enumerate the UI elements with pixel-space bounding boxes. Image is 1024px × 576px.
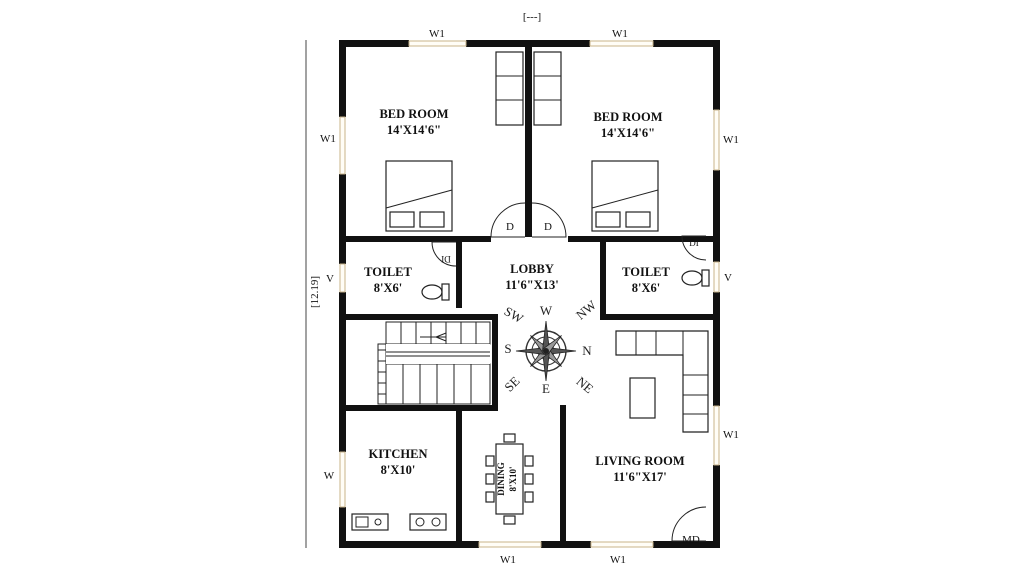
window-label-right-bed: W1	[723, 134, 739, 146]
opening-labels: W1 W1 W1 W1 V V W W1 W1 W1 D D DI DI MD	[320, 28, 739, 566]
toilet-right-name: TOILET	[622, 265, 670, 279]
kitchen-counter	[351, 513, 447, 531]
compass-ne: NE	[574, 374, 597, 397]
window-label-bottom-right: W1	[610, 554, 626, 566]
door-label-bed-left: D	[506, 221, 514, 233]
bed-left-size: 14'X14'6"	[387, 123, 441, 137]
compass-se: SE	[501, 373, 522, 394]
window-label-top-left: W1	[429, 28, 445, 40]
vent-label-left: V	[326, 273, 334, 285]
coffee-table	[629, 377, 656, 419]
wc-left	[421, 283, 450, 301]
bed-right-size: 14'X14'6"	[601, 126, 655, 140]
lobby-size: 11'6"X13'	[505, 278, 558, 292]
compass-rose	[515, 320, 577, 382]
bed-left	[385, 160, 453, 232]
compass-e: E	[542, 381, 550, 396]
wardrobes	[495, 51, 562, 126]
vent-label-right: V	[724, 272, 732, 284]
toilet-left-size: 8'X6'	[374, 281, 402, 295]
doors	[431, 202, 707, 542]
bed-right	[591, 160, 659, 232]
bed-right-name: BED ROOM	[593, 110, 662, 124]
dining-size: 8'X10'	[508, 466, 518, 491]
toilet-right-size: 8'X6'	[632, 281, 660, 295]
compass-nw: NW	[573, 297, 600, 323]
windows	[339, 40, 720, 548]
compass-sw: SW	[502, 303, 527, 326]
sofa	[615, 330, 709, 433]
living-size: 11'6"X17'	[613, 470, 666, 484]
door-label-bed-right: D	[544, 221, 552, 233]
lobby-name: LOBBY	[510, 262, 554, 276]
living-name: LIVING ROOM	[595, 454, 684, 468]
main-door-label: MD	[682, 534, 700, 546]
toilet-left-name: TOILET	[364, 265, 412, 279]
door-label-toilet-right: DI	[689, 238, 699, 248]
kitchen-name: KITCHEN	[368, 447, 427, 461]
outer-walls	[339, 40, 720, 548]
door-label-toilet-left: DI	[441, 254, 451, 264]
window-label-kitchen: W	[324, 470, 335, 482]
wc-right	[681, 269, 710, 287]
window-label-left-bed: W1	[320, 133, 336, 145]
compass-w: W	[540, 303, 553, 318]
window-label-top-right: W1	[612, 28, 628, 40]
interior-walls	[346, 47, 713, 541]
bed-left-name: BED ROOM	[379, 107, 448, 121]
side-dimension-label: [12.19]	[309, 276, 321, 308]
top-strip-label: [---]	[523, 11, 541, 23]
kitchen-size: 8'X10'	[381, 463, 416, 477]
staircase	[377, 321, 491, 405]
compass-n: N	[582, 343, 592, 358]
window-label-living: W1	[723, 429, 739, 441]
window-label-bottom-left: W1	[500, 554, 516, 566]
dining-table	[485, 433, 534, 525]
compass-s: S	[504, 341, 511, 356]
dining-name: DINING	[496, 462, 506, 496]
